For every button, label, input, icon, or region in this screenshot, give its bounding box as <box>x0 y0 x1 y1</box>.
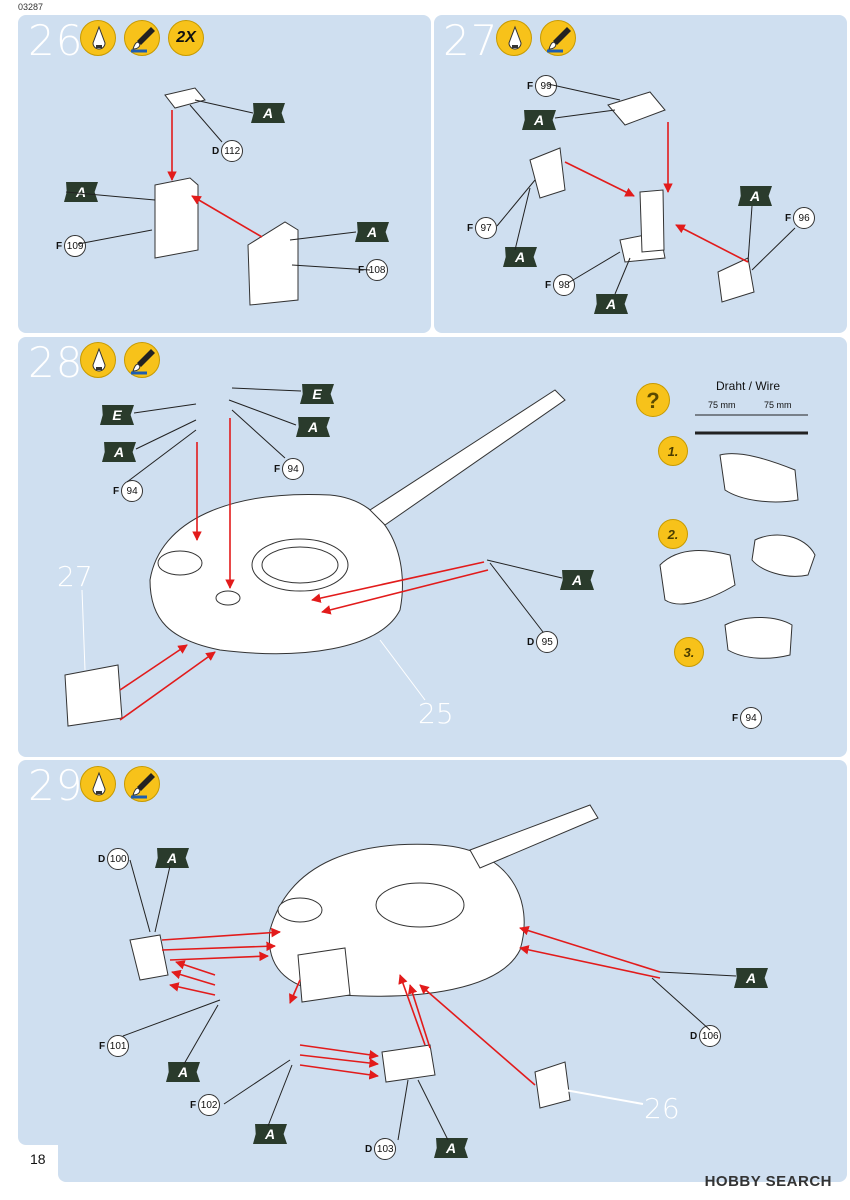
step-28-number: 28 <box>28 338 84 387</box>
glue-flag-a: A <box>251 103 285 123</box>
page-number: 18 <box>30 1151 46 1167</box>
glue-flag-a: A <box>560 570 594 590</box>
wire-length-right: 75 mm <box>764 400 792 410</box>
step-29-number: 29 <box>28 761 84 810</box>
step-27-panel <box>434 15 847 333</box>
glue-flag-a: A <box>102 442 136 462</box>
wire-length-left: 75 mm <box>708 400 736 410</box>
paint-brush-icon <box>540 20 576 56</box>
glue-flag-a: A <box>734 968 768 988</box>
glue-icon <box>80 20 116 56</box>
glue-icon <box>496 20 532 56</box>
step-27-number: 27 <box>443 16 499 65</box>
substep-3: 3. <box>674 637 704 667</box>
paint-brush-icon <box>124 766 160 802</box>
glue-flag-a: A <box>296 417 330 437</box>
paint-brush-icon <box>124 342 160 378</box>
glue-flag-a: A <box>738 186 772 206</box>
glue-flag-a: A <box>253 1124 287 1144</box>
subassembly-27-label: 27 <box>57 560 93 593</box>
step-29-panel-extension <box>18 760 78 1145</box>
step-26-number: 26 <box>28 16 84 65</box>
paint-flag-e: E <box>100 405 134 425</box>
paint-flag-e: E <box>300 384 334 404</box>
paint-brush-icon <box>124 20 160 56</box>
substep-1: 1. <box>658 436 688 466</box>
glue-flag-a: A <box>64 182 98 202</box>
glue-flag-a: A <box>522 110 556 130</box>
glue-flag-a: A <box>434 1138 468 1158</box>
wire-title: Draht / Wire <box>716 379 781 393</box>
subassembly-25-label: 25 <box>418 697 454 730</box>
glue-flag-a: A <box>355 222 389 242</box>
watermark: HOBBY SEARCH <box>704 1173 832 1190</box>
glue-icon <box>80 766 116 802</box>
document-code: 03287 <box>18 2 44 12</box>
step-26-panel <box>18 15 431 333</box>
multiplier-badge: 2X <box>168 20 204 56</box>
subassembly-26-label: 26 <box>644 1092 680 1125</box>
step-28-panel <box>18 337 847 757</box>
glue-flag-a: A <box>155 848 189 868</box>
glue-icon <box>80 342 116 378</box>
substep-2: 2. <box>658 519 688 549</box>
glue-flag-a: A <box>503 247 537 267</box>
help-question-icon: ? <box>636 383 670 417</box>
glue-flag-a: A <box>166 1062 200 1082</box>
glue-flag-a: A <box>594 294 628 314</box>
